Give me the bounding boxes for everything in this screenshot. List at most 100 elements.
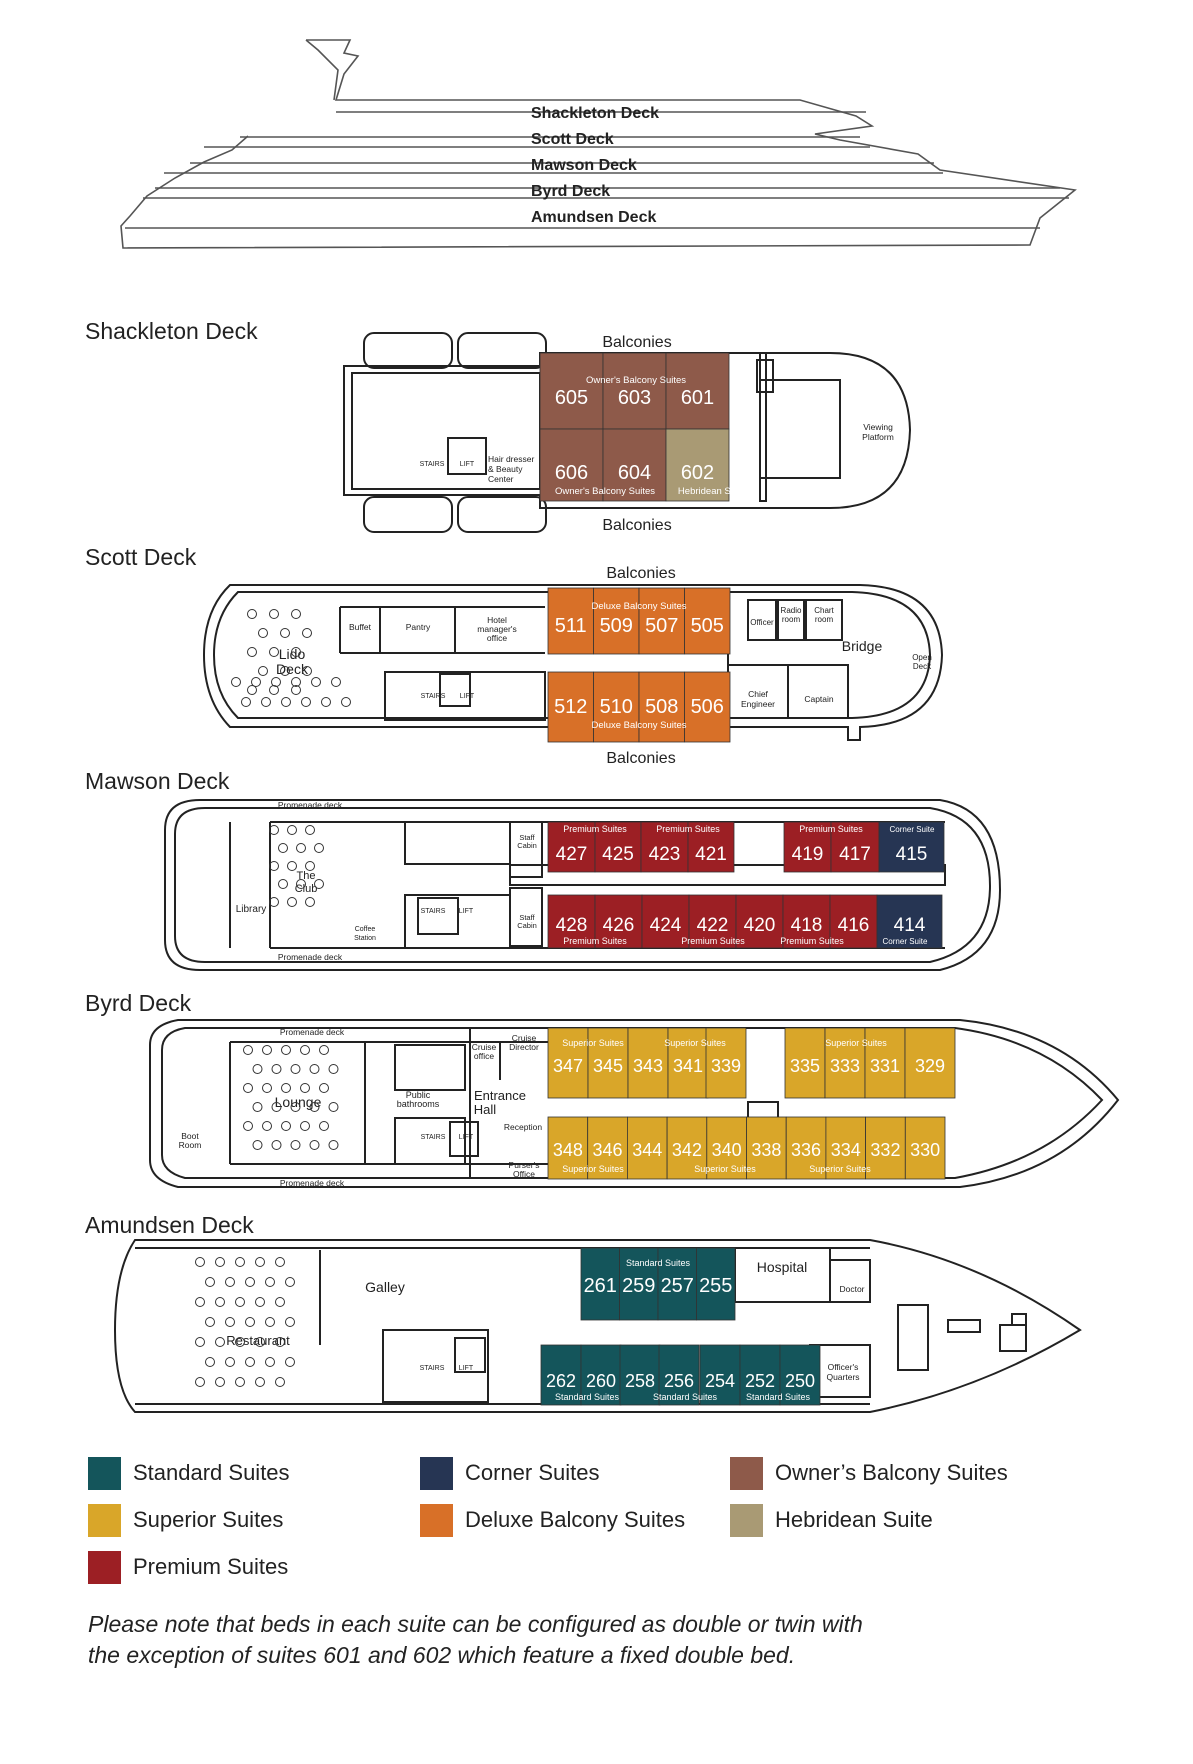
restaurant-table-icon bbox=[195, 1337, 205, 1347]
lounge-table-icon bbox=[328, 1102, 339, 1112]
byrd-suite-345[interactable] bbox=[587, 1027, 629, 1099]
mawson-suite-426[interactable] bbox=[594, 894, 643, 949]
suite-number-342: 342 bbox=[672, 1140, 702, 1160]
lounge-table-icon bbox=[309, 1140, 320, 1150]
suite-number-428: 428 bbox=[556, 915, 588, 936]
lido-table-icon bbox=[301, 697, 311, 707]
amundsen-suite-256[interactable] bbox=[658, 1344, 700, 1406]
lounge-table-icon bbox=[243, 1083, 253, 1093]
mawson-suite-419[interactable] bbox=[783, 821, 832, 873]
suite-number-422: 422 bbox=[697, 915, 729, 936]
shackleton-suite-601[interactable] bbox=[665, 352, 730, 430]
suite-number-602: 602 bbox=[681, 462, 714, 484]
mawson-suite-417[interactable] bbox=[830, 821, 880, 873]
lounge-table-icon bbox=[243, 1121, 253, 1131]
lido-table-icon bbox=[269, 647, 279, 657]
lounge-table-icon bbox=[262, 1045, 272, 1055]
lift-label: LIFT bbox=[459, 1134, 474, 1141]
suite-group-label: Standard Suites bbox=[626, 1258, 691, 1268]
suite-group-label: Superior Suites bbox=[562, 1038, 624, 1048]
lounge-table-icon bbox=[281, 1083, 291, 1093]
amundsen-suite-250[interactable] bbox=[779, 1344, 821, 1406]
amundsen-suite-255[interactable] bbox=[696, 1247, 736, 1321]
suite-number-258: 258 bbox=[625, 1371, 655, 1391]
byrd-suite-329[interactable] bbox=[904, 1027, 956, 1099]
suite-number-348: 348 bbox=[553, 1140, 583, 1160]
stairs-label: STAIRS bbox=[420, 461, 445, 468]
byrd-suite-348[interactable] bbox=[547, 1116, 589, 1180]
amundsen-suite-259[interactable] bbox=[619, 1247, 659, 1321]
room-label-staff: Cabin bbox=[517, 921, 537, 930]
deck-title-byrd: Byrd Deck bbox=[85, 990, 192, 1016]
byrd-suite-340[interactable] bbox=[706, 1116, 747, 1180]
amundsen-suite-257[interactable] bbox=[657, 1247, 697, 1321]
byrd-suite-341[interactable] bbox=[667, 1027, 709, 1099]
mawson-suite-421[interactable] bbox=[687, 821, 735, 873]
mawson-suite-418[interactable] bbox=[782, 894, 831, 949]
room-label-public: bathrooms bbox=[397, 1099, 440, 1109]
mawson-suite-427[interactable] bbox=[547, 821, 596, 873]
byrd-suite-342[interactable] bbox=[666, 1116, 708, 1180]
shackleton-suite-602[interactable] bbox=[665, 428, 730, 502]
amundsen-suite-261[interactable] bbox=[580, 1247, 620, 1321]
mawson-suite-420[interactable] bbox=[735, 894, 784, 949]
lounge-table-icon bbox=[319, 1083, 329, 1093]
amundsen-suite-260[interactable] bbox=[580, 1344, 622, 1406]
amundsen-suite-258[interactable] bbox=[619, 1344, 661, 1406]
mawson-suite-424[interactable] bbox=[641, 894, 690, 949]
mawson-suite-414[interactable] bbox=[876, 894, 943, 949]
mawson-suite-428[interactable] bbox=[547, 894, 596, 949]
byrd-suite-331[interactable] bbox=[864, 1027, 906, 1099]
byrd-suite-333[interactable] bbox=[824, 1027, 866, 1099]
lido-table-icon bbox=[261, 697, 271, 707]
suite-number-255: 255 bbox=[699, 1275, 732, 1297]
suite-group-label: Deluxe Balcony Suites bbox=[591, 601, 686, 612]
suite-number-415: 415 bbox=[896, 844, 928, 865]
room-label-club: The bbox=[297, 870, 316, 882]
lounge-table-icon bbox=[309, 1064, 320, 1074]
scott-suite-505[interactable] bbox=[684, 587, 731, 655]
byrd-suite-339[interactable] bbox=[705, 1027, 747, 1099]
room-label-chief: Engineer bbox=[741, 699, 775, 709]
suite-number-414: 414 bbox=[894, 915, 926, 936]
lounge-table-icon bbox=[243, 1045, 253, 1055]
lounge-table-icon bbox=[281, 1121, 291, 1131]
legend-item-corner: Corner Suites bbox=[420, 1456, 600, 1490]
shackleton-suite-605[interactable] bbox=[539, 352, 604, 430]
scott-suite-509[interactable] bbox=[593, 587, 640, 655]
scott-suite-506[interactable] bbox=[684, 671, 731, 743]
suite-number-420: 420 bbox=[744, 915, 776, 936]
restaurant-table-icon bbox=[255, 1297, 265, 1307]
scott-suite-510[interactable] bbox=[593, 671, 640, 743]
lounge-table-icon bbox=[319, 1121, 329, 1131]
byrd-suite-344[interactable] bbox=[627, 1116, 668, 1180]
byrd-suite-346[interactable] bbox=[587, 1116, 628, 1180]
byrd-suite-334[interactable] bbox=[825, 1116, 867, 1180]
amundsen-suite-254[interactable] bbox=[699, 1344, 741, 1406]
suite-number-603: 603 bbox=[618, 387, 651, 409]
mawson-suite-425[interactable] bbox=[594, 821, 642, 873]
club-table-icon bbox=[287, 825, 297, 835]
mawson-suite-415[interactable] bbox=[878, 821, 945, 873]
byrd-suite-330[interactable] bbox=[904, 1116, 946, 1180]
suite-number-343: 343 bbox=[633, 1056, 663, 1076]
restaurant-table-icon bbox=[225, 1277, 235, 1287]
lido-table-icon bbox=[241, 697, 251, 707]
shackleton-suite-604[interactable] bbox=[602, 428, 667, 502]
lido-table-icon bbox=[269, 685, 279, 695]
profile-label-amundsen: Amundsen Deck bbox=[531, 209, 656, 226]
amundsen-suite-252[interactable] bbox=[739, 1344, 781, 1406]
byrd-suite-335[interactable] bbox=[784, 1027, 826, 1099]
byrd-suite-338[interactable] bbox=[746, 1116, 787, 1180]
lounge-table-icon bbox=[300, 1121, 310, 1131]
suite-number-333: 333 bbox=[830, 1056, 860, 1076]
suite-number-505: 505 bbox=[691, 615, 724, 637]
byrd-suite-336[interactable] bbox=[785, 1116, 827, 1180]
scott-suite-512[interactable] bbox=[547, 671, 594, 743]
suite-number-330: 330 bbox=[910, 1140, 940, 1160]
byrd-suite-347[interactable] bbox=[547, 1027, 589, 1099]
shackleton-suite-603[interactable] bbox=[602, 352, 667, 430]
suite-number-510: 510 bbox=[600, 696, 633, 718]
shackleton-suite-606[interactable] bbox=[539, 428, 604, 502]
mawson-suite-416[interactable] bbox=[829, 894, 878, 949]
